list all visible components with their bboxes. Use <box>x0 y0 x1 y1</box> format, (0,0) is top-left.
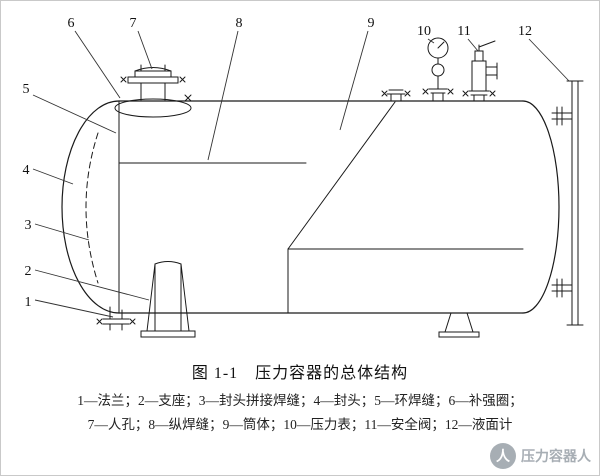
callout-number-12: 12 <box>518 24 532 39</box>
leader-line-10 <box>427 38 435 44</box>
callout-number-11: 11 <box>457 24 470 39</box>
callout-number-8: 8 <box>236 16 243 31</box>
manhole <box>114 64 192 118</box>
figure-legend: 1—法兰；2—支座；3—封头拼接焊缝；4—封头；5—环焊缝；6—补强圈； 7—人… <box>1 389 599 438</box>
leader-line-1 <box>34 299 114 318</box>
pressure-gauge <box>422 37 454 102</box>
leader-line-9 <box>339 30 369 131</box>
callout-number-10: 10 <box>417 24 431 39</box>
bolt-mark-icon <box>120 76 127 83</box>
watermark: 人 压力容器人 <box>490 443 591 469</box>
leader-line-4 <box>32 168 74 185</box>
leader-line-11 <box>467 38 479 52</box>
bottom-flange <box>96 306 136 331</box>
weld-seams <box>85 100 524 314</box>
leader-line-7 <box>137 30 153 70</box>
legend-line-1: 1—法兰；2—支座；3—封头拼接焊缝；4—封头；5—环焊缝；6—补强圈； <box>77 393 523 408</box>
bolt-mark-icon <box>179 76 186 83</box>
watermark-logo-icon: 人 <box>490 443 516 469</box>
leader-line-12 <box>528 38 570 82</box>
legend-line-2: 7—人孔；8—纵焊缝；9—筒体；10—压力表；11—安全阀；12—液面计 <box>87 417 513 433</box>
leader-line-5 <box>32 94 117 134</box>
leader-line-8 <box>207 30 239 161</box>
callout-number-7: 7 <box>130 16 137 31</box>
callout-number-5: 5 <box>23 82 30 97</box>
gauge-needle <box>437 41 445 49</box>
callout-number-6: 6 <box>68 16 75 31</box>
callout-number-1: 1 <box>25 295 32 310</box>
small-nozzle <box>381 89 411 102</box>
figure-caption: 图 1-1 压力容器的总体结构 <box>191 365 409 382</box>
support-right <box>438 312 480 338</box>
watermark-text: 压力容器人 <box>521 448 591 464</box>
leader-line-3 <box>34 223 90 241</box>
stud-mark-icon <box>184 94 192 102</box>
leader-line-2 <box>34 269 150 301</box>
left-head <box>61 100 120 314</box>
safety-valve <box>462 40 498 102</box>
shell-plate-seam-diagonal <box>287 101 396 250</box>
level-gauge <box>551 80 584 326</box>
vessel-shell-outline <box>61 100 560 314</box>
valve-lever <box>478 40 496 48</box>
reinforcement-ring <box>114 98 192 118</box>
leader-line-6 <box>74 30 121 99</box>
saddle-support <box>140 261 196 338</box>
callout-number-2: 2 <box>25 264 32 279</box>
callout-number-9: 9 <box>368 16 375 31</box>
head-plate-weld <box>85 132 99 284</box>
right-head <box>522 100 560 314</box>
callout-number-4: 4 <box>23 163 30 178</box>
callout-number-3: 3 <box>25 218 32 233</box>
